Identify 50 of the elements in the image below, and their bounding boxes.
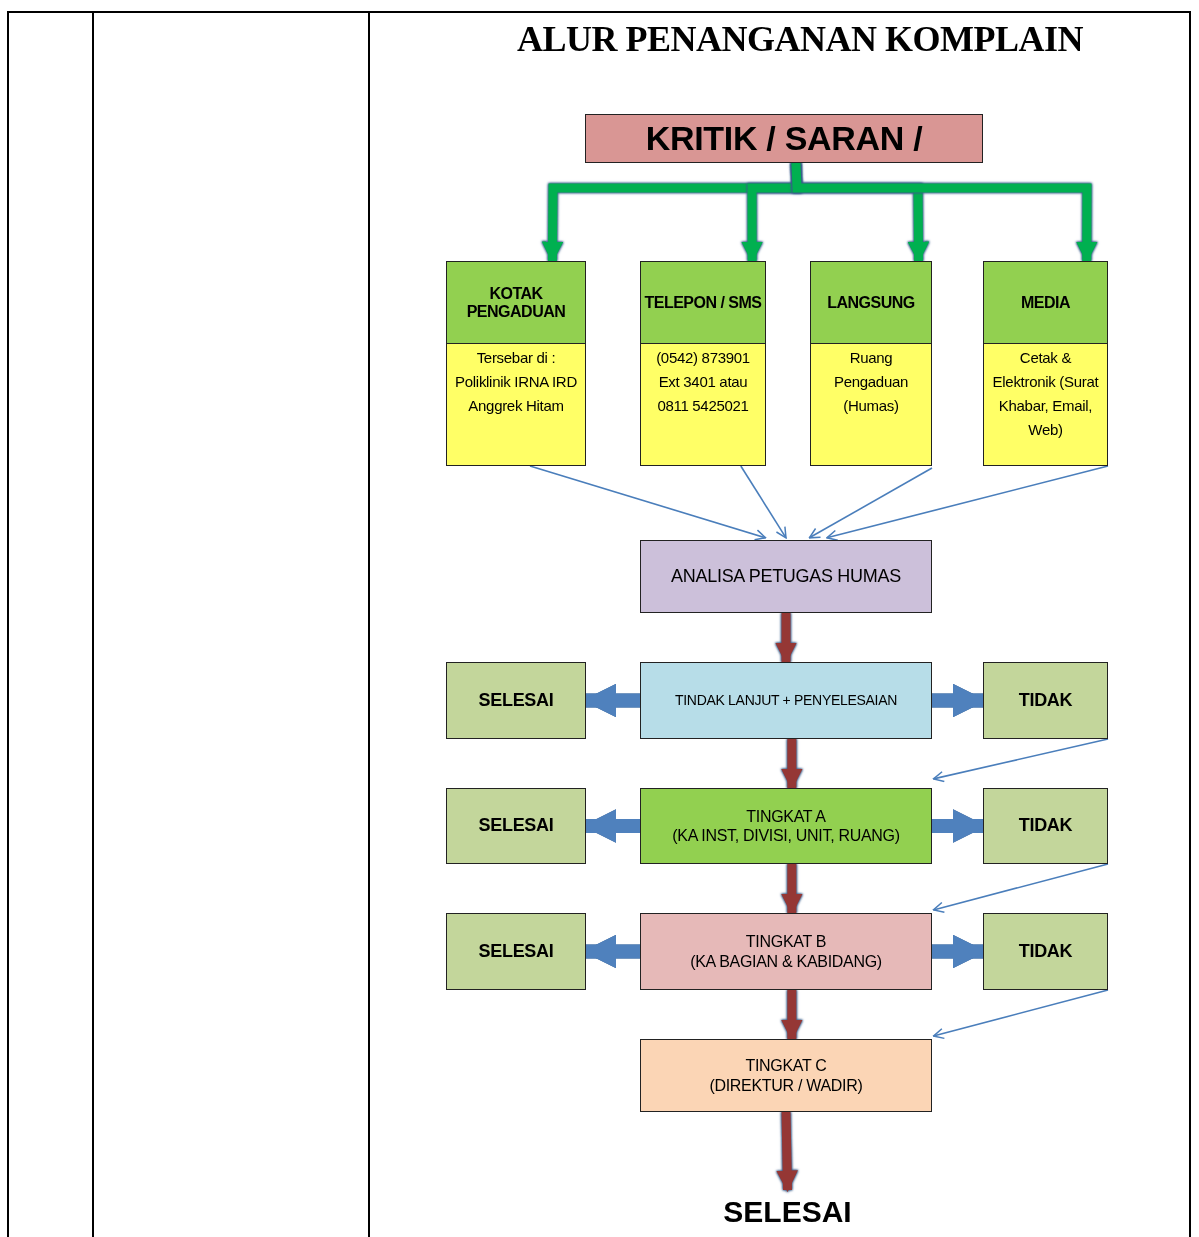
box-text: (KA INST, DIVISI, UNIT, RUANG) bbox=[672, 826, 900, 846]
card-body: Tersebar di : Poliklinik IRNA IRD Anggrek Hitam bbox=[447, 344, 585, 465]
box-text: ANALISA PETUGAS HUMAS bbox=[671, 565, 901, 588]
process-box bbox=[640, 1039, 932, 1112]
box-text: (DIREKTUR / WADIR) bbox=[709, 1075, 863, 1095]
process-box bbox=[983, 913, 1108, 990]
card-body: (0542) 873901 Ext 3401 atau 0811 5425021 bbox=[641, 344, 765, 465]
channel-card bbox=[640, 261, 766, 466]
process-box bbox=[446, 913, 586, 990]
box-text: TIDAK bbox=[1018, 689, 1073, 712]
box-text: SELESAI bbox=[478, 815, 554, 837]
arrow bbox=[932, 989, 1109, 1040]
box-text: (KA BAGIAN & KABIDANG) bbox=[690, 951, 882, 971]
card-heading: KOTAK PENGADUAN bbox=[447, 262, 585, 344]
process-box bbox=[640, 540, 932, 613]
arrow bbox=[740, 465, 787, 539]
box-text: TINDAK LANJUT + PENYELESAIAN bbox=[675, 692, 897, 709]
process-box bbox=[640, 913, 932, 990]
diagram-title: ALUR PENANGANAN KOMPLAIN bbox=[516, 18, 1084, 60]
block-arrow bbox=[776, 1111, 798, 1193]
process-box bbox=[640, 662, 932, 739]
card-body: Ruang Pengaduan (Humas) bbox=[811, 344, 931, 465]
box-text: TIDAK bbox=[1018, 815, 1073, 837]
card-heading: MEDIA bbox=[984, 262, 1107, 344]
card-heading: TELEPON / SMS bbox=[641, 262, 765, 344]
box-text: TINGKAT B bbox=[745, 932, 827, 952]
arrow bbox=[826, 465, 1109, 541]
card-heading: LANGSUNG bbox=[811, 262, 931, 344]
box-text: TINGKAT A bbox=[746, 806, 826, 826]
process-box bbox=[983, 788, 1108, 864]
box-text: TINGKAT C bbox=[745, 1056, 827, 1076]
box-text: SELESAI bbox=[478, 940, 554, 963]
box-text: KRITIK / SARAN / bbox=[645, 118, 923, 159]
arrow bbox=[932, 863, 1109, 913]
process-box bbox=[446, 662, 586, 739]
process-box bbox=[983, 662, 1108, 739]
card-body: Cetak & Elektronik (Surat Khabar, Email, Web) bbox=[984, 344, 1107, 465]
channel-card bbox=[446, 261, 586, 466]
end-text: SELESAI bbox=[723, 1194, 852, 1230]
block-arrow bbox=[791, 162, 1098, 264]
channel-card bbox=[983, 261, 1108, 466]
channel-card bbox=[810, 261, 932, 466]
process-box bbox=[640, 788, 932, 864]
process-box bbox=[585, 114, 983, 163]
arrow bbox=[808, 467, 933, 539]
arrow bbox=[529, 465, 767, 541]
box-text: TIDAK bbox=[1018, 940, 1073, 963]
box-text: SELESAI bbox=[478, 689, 554, 712]
process-box bbox=[446, 788, 586, 864]
arrow bbox=[932, 738, 1109, 783]
